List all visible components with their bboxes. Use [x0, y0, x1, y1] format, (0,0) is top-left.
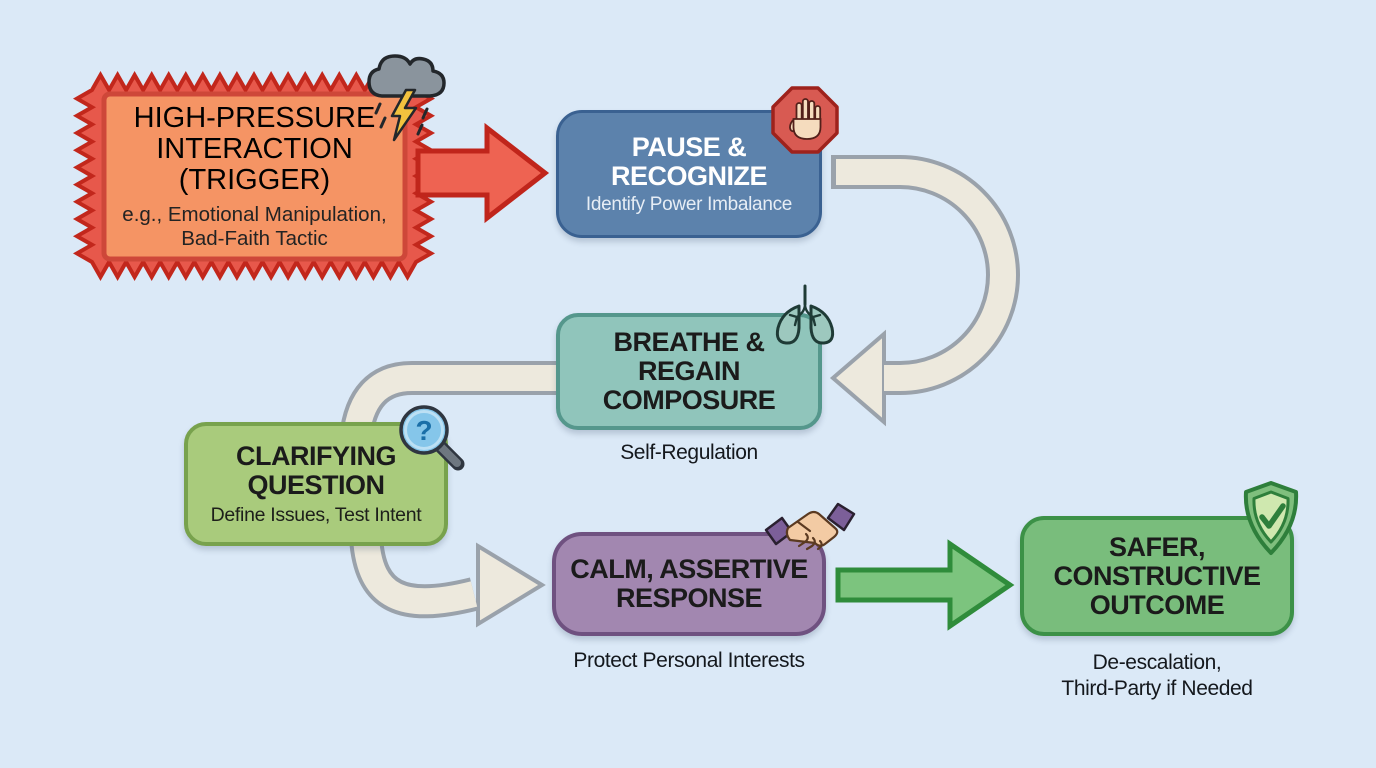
pause-subtitle: Identify Power Imbalance: [585, 193, 793, 215]
arrow-respond-to-outcome: [835, 539, 1015, 631]
trigger-title: HIGH-PRESSURE INTERACTION (TRIGGER): [133, 101, 376, 196]
arrow-clarify-to-respond-head: [476, 542, 546, 628]
pause-title: PAUSE & RECOGNIZE: [610, 131, 768, 191]
breathe-title: BREATHE & REGAIN COMPOSURE: [602, 327, 776, 415]
storm-cloud-icon: [367, 54, 446, 142]
node-calm-response: CALM, ASSERTIVE RESPONSE: [552, 532, 826, 636]
outcome-title: SAFER, CONSTRUCTIVE OUTCOME: [1053, 531, 1261, 620]
trigger-subtitle: e.g., Emotional Manipulation, Bad-Faith …: [122, 202, 387, 250]
magnifier-question-icon: ?: [399, 405, 465, 471]
respond-caption: Protect Personal Interests: [573, 649, 805, 672]
handshake-icon: [764, 502, 856, 551]
clarify-subtitle: Define Issues, Test Intent: [210, 503, 422, 526]
clarify-title: CLARIFYING QUESTION: [236, 440, 397, 500]
breathe-caption: Self-Regulation: [620, 441, 758, 464]
arrow-trigger-to-pause: [415, 122, 550, 224]
shield-check-icon: [1243, 481, 1299, 555]
node-trigger: HIGH-PRESSURE INTERACTION (TRIGGER) e.g.…: [104, 94, 405, 259]
respond-title: CALM, ASSERTIVE RESPONSE: [570, 554, 808, 613]
arrow-pause-to-breathe-head: [829, 329, 886, 427]
stop-hand-icon: [771, 86, 839, 154]
question-mark-glyph: ?: [415, 415, 432, 446]
arrow-clarify-to-respond-fill: [353, 536, 478, 615]
node-safer-outcome: SAFER, CONSTRUCTIVE OUTCOME: [1020, 516, 1294, 636]
lungs-icon: [775, 284, 835, 345]
arrow-pause-to-breathe-fill: [836, 159, 1016, 391]
trigger-panel: [101, 91, 408, 262]
outcome-caption: De-escalation, Third-Party if Needed: [1061, 651, 1253, 700]
